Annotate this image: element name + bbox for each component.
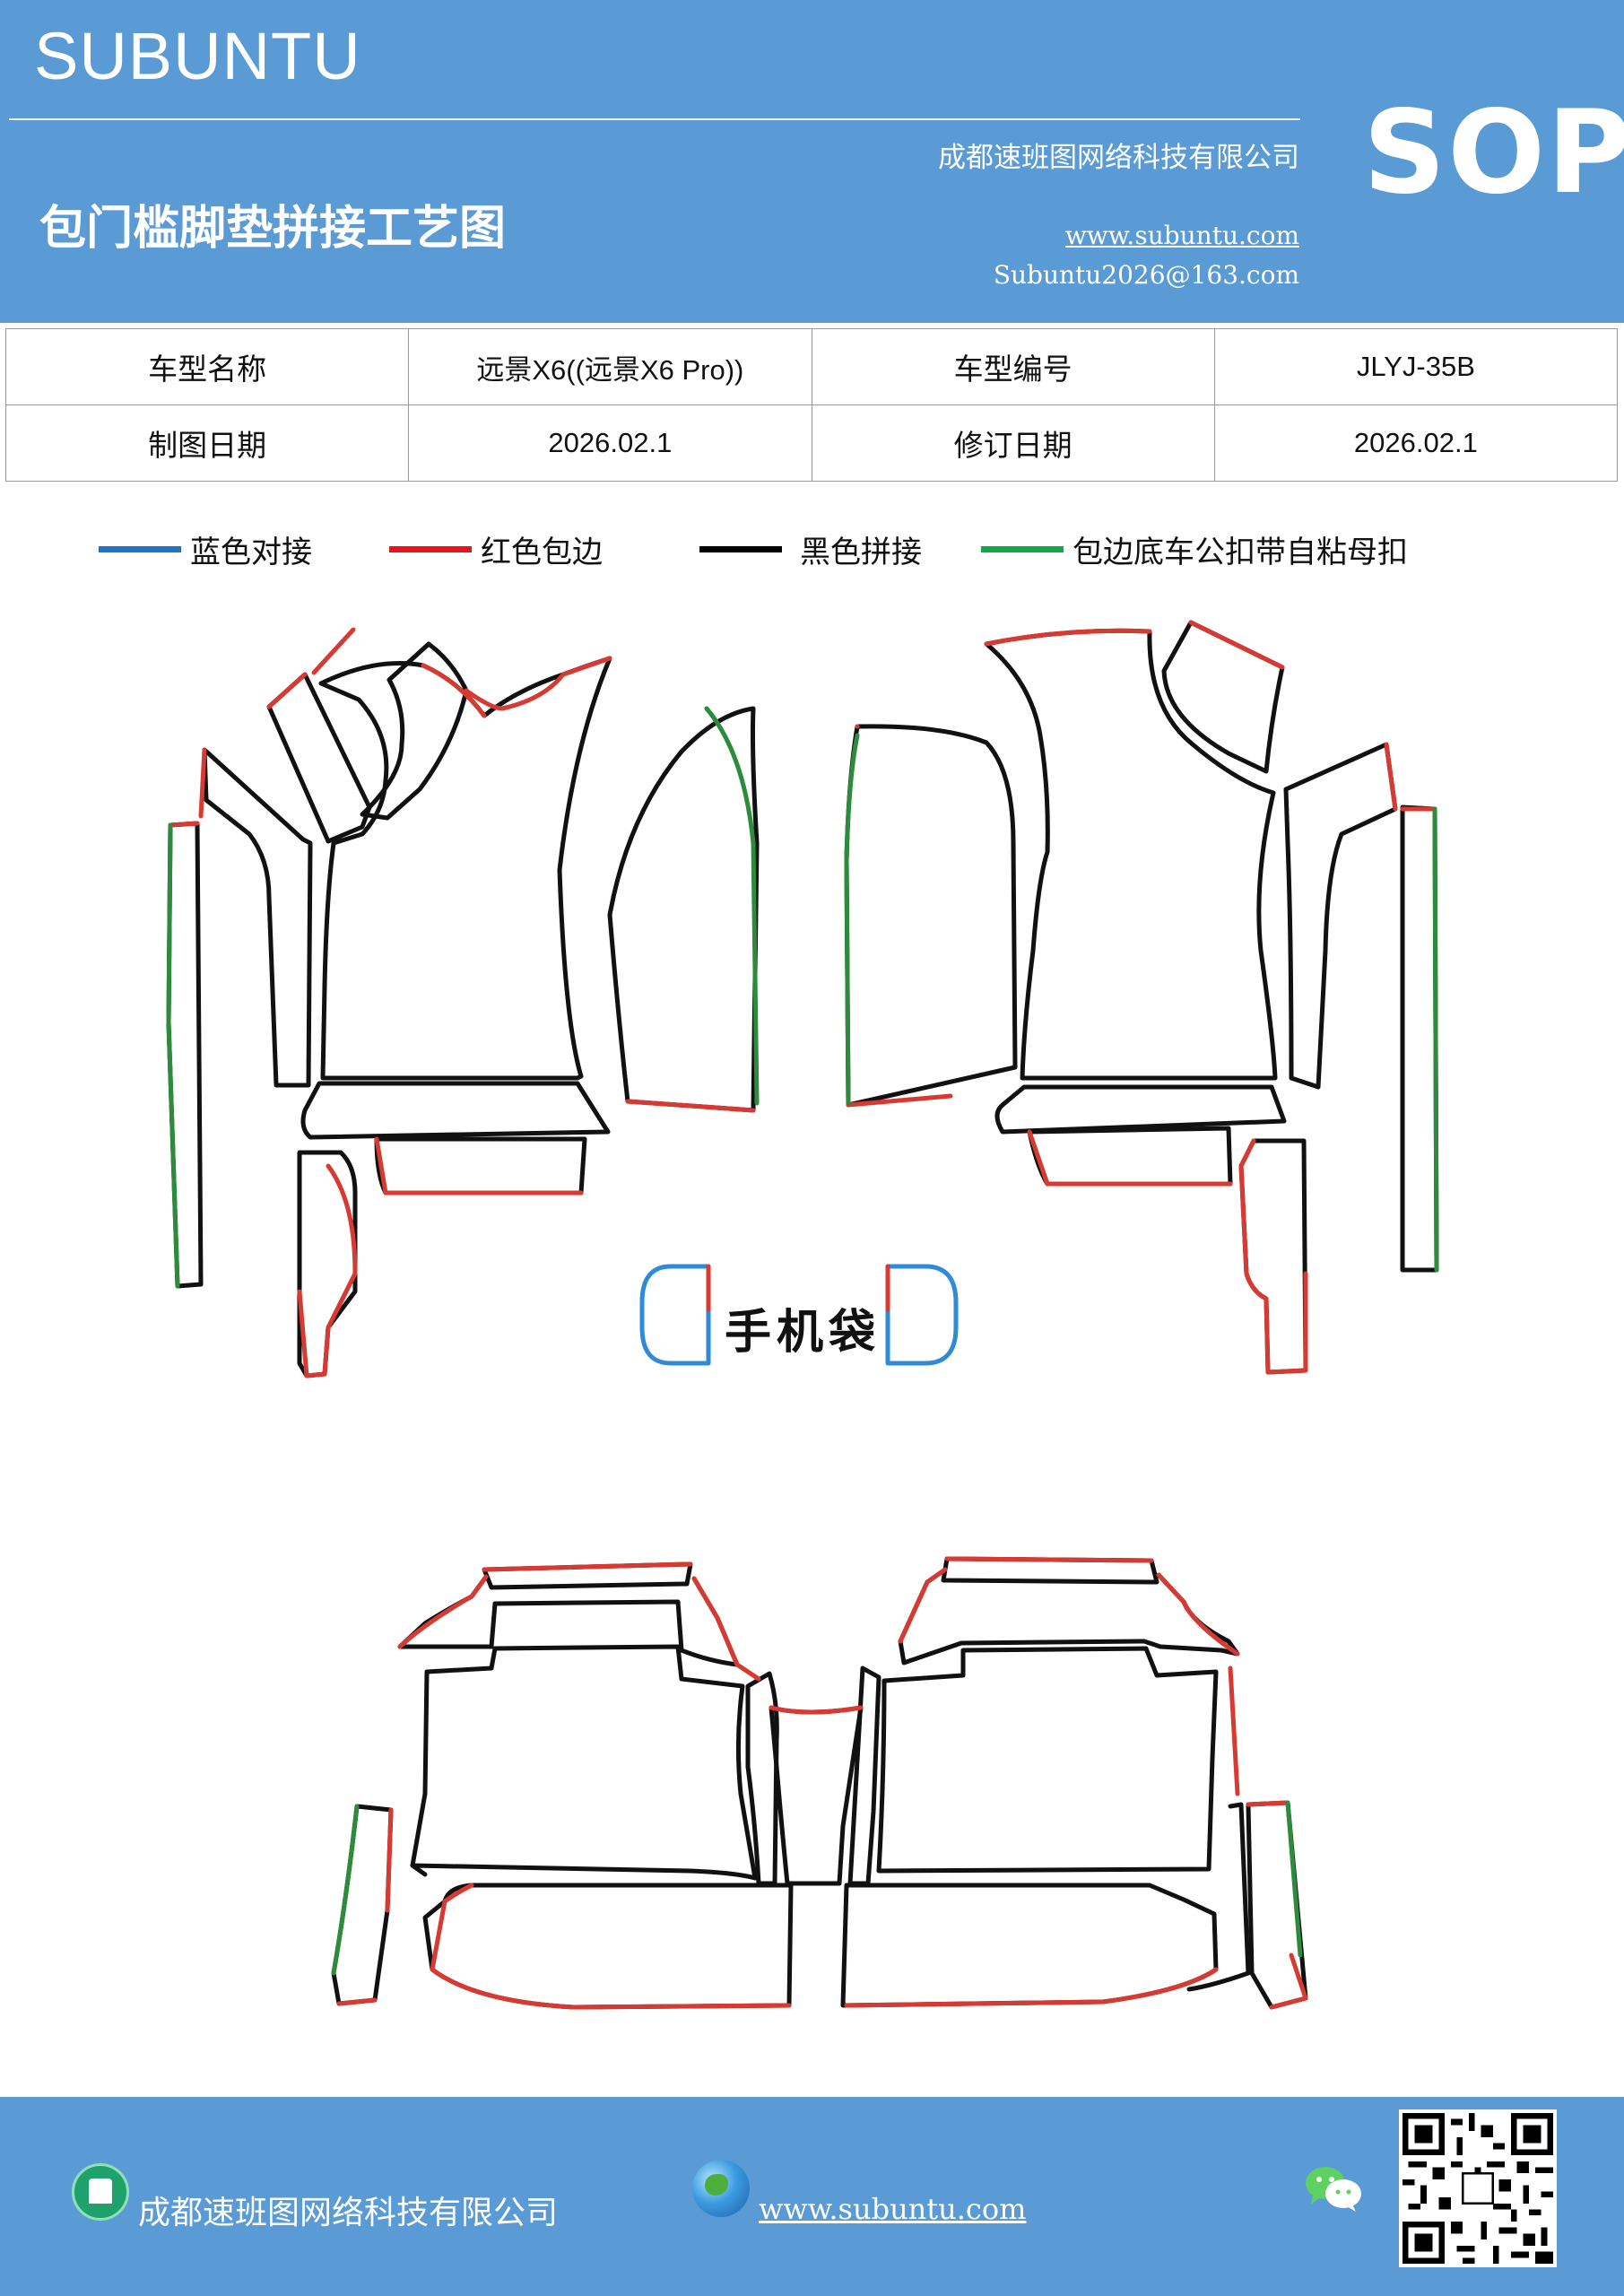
drawing-date-value: 2026.02.1 xyxy=(408,404,812,482)
mat-piece xyxy=(410,1644,758,1881)
header-banner xyxy=(0,0,1624,323)
mat-piece xyxy=(1161,620,1285,774)
legend-red: 红色包边 xyxy=(389,529,603,570)
mat-piece xyxy=(769,1705,864,1886)
legend-label: 黑色拼接 xyxy=(800,534,922,570)
mat-piece xyxy=(410,1863,428,1877)
building-icon xyxy=(72,2163,129,2221)
mat-piece xyxy=(422,1883,794,2010)
mat-piece xyxy=(202,747,313,1088)
phone-pocket-left xyxy=(639,1264,711,1366)
model-code-label: 车型编号 xyxy=(811,328,1215,405)
mat-piece xyxy=(745,1671,779,1886)
mat-piece xyxy=(840,1883,1219,2008)
phone-pocket-label: 手机袋 xyxy=(725,1306,881,1360)
floor-mat-diagram xyxy=(166,620,1439,2010)
footer-website-link[interactable]: www.subuntu.com xyxy=(759,2192,1027,2226)
green-seam xyxy=(1285,1800,1303,1958)
legend-green: 包边底车公扣带自粘母扣 xyxy=(981,529,1408,570)
sop-badge: SOP xyxy=(1363,86,1624,220)
legend-swatch xyxy=(389,545,472,552)
mat-piece xyxy=(844,724,1018,1108)
drawing-date-label: 制图日期 xyxy=(4,404,410,482)
mat-piece xyxy=(360,641,469,821)
brand-name: SUBUNTU xyxy=(34,19,361,93)
green-seam xyxy=(704,706,760,1106)
legend-black: 黑色拼接 xyxy=(699,529,922,570)
wechat-icon[interactable] xyxy=(1302,2161,1365,2215)
green-seam xyxy=(166,822,180,1289)
revision-date-label: 修订日期 xyxy=(811,404,1215,482)
green-seam xyxy=(1432,806,1439,1273)
mat-piece xyxy=(1283,742,1398,1090)
mat-piece xyxy=(994,1084,1287,1135)
phone-pocket-right xyxy=(885,1264,959,1366)
legend-label: 蓝色对接 xyxy=(190,534,312,570)
header-website-link[interactable]: www.subuntu.com xyxy=(1064,221,1299,250)
mat-piece xyxy=(984,628,1278,1081)
model-name-label: 车型名称 xyxy=(4,328,410,405)
header-company: 成都速班图网络科技有限公司 xyxy=(938,142,1299,174)
header-email: Subuntu2026@163.com xyxy=(993,260,1299,290)
mat-piece xyxy=(1186,1802,1251,1992)
revision-date-value: 2026.02.1 xyxy=(1213,404,1619,482)
mat-piece xyxy=(1400,804,1439,1273)
mat-piece xyxy=(397,1574,740,1667)
globe-icon xyxy=(692,2160,750,2217)
table-row: 车型名称 远景X6((远景X6 Pro)) 车型编号 JLYJ-35B xyxy=(4,328,1619,405)
legend-blue: 蓝色对接 xyxy=(99,529,312,570)
green-seam xyxy=(331,1804,360,1976)
mat-piece xyxy=(876,1646,1219,1874)
model-name-value: 远景X6((远景X6 Pro)) xyxy=(408,328,812,405)
mat-piece xyxy=(847,1665,881,1886)
legend-swatch xyxy=(699,545,782,552)
footer-company: 成都速班图网络科技有限公司 xyxy=(138,2195,559,2231)
green-seam xyxy=(844,733,860,1106)
header-divider xyxy=(9,118,1300,120)
mat-piece xyxy=(300,1081,611,1140)
legend-label: 包边底车公扣带自粘母扣 xyxy=(1073,534,1408,570)
mat-piece xyxy=(1027,1126,1233,1187)
legend-label: 红色包边 xyxy=(481,534,603,570)
legend-swatch xyxy=(99,545,181,552)
mat-piece xyxy=(318,656,612,1081)
model-code-value: JLYJ-35B xyxy=(1213,328,1619,405)
vehicle-info-table: 车型名称 远景X6((远景X6 Pro)) 车型编号 JLYJ-35B 制图日期… xyxy=(4,328,1619,482)
table-row: 制图日期 2026.02.1 修订日期 2026.02.1 xyxy=(4,404,1619,482)
page-title: 包门槛脚垫拼接工艺图 xyxy=(39,201,507,256)
mat-piece xyxy=(374,1136,587,1196)
qr-code xyxy=(1399,2109,1557,2267)
legend-swatch xyxy=(981,545,1064,552)
mat-piece xyxy=(1238,1138,1308,1375)
mat-piece xyxy=(607,706,760,1113)
